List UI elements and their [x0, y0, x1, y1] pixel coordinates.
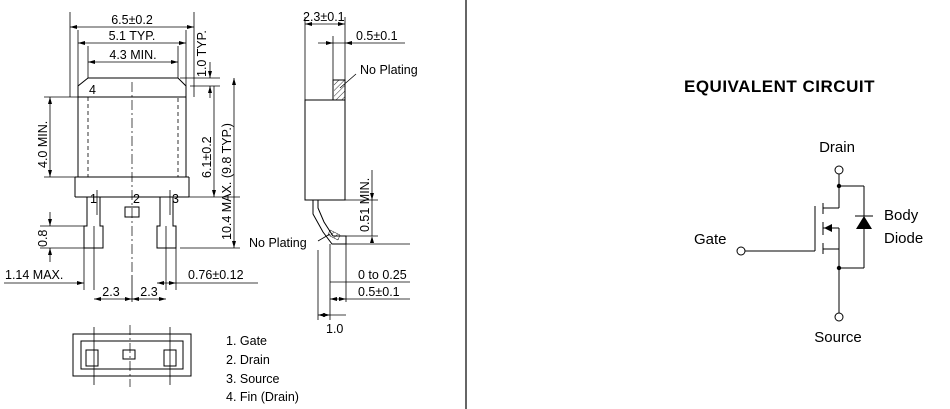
pin-1-label: 1 — [90, 192, 97, 206]
pin-2-label: 2 — [133, 192, 140, 206]
circuit-title: EQUIVALENT CIRCUIT — [684, 77, 875, 96]
gate-terminal — [736, 246, 746, 256]
footprint-pad-2 — [122, 349, 136, 360]
gate-label: Gate — [694, 231, 727, 248]
legend-item-fin: 4. Fin (Drain) — [226, 390, 299, 404]
dim-height-fin: 6.1±0.2 — [200, 136, 214, 178]
footprint-view — [72, 325, 192, 387]
no-plating-top-label: No Plating — [360, 63, 418, 77]
channel-arrow-icon — [824, 224, 832, 232]
dim-lead-min: 0.51 MIN. — [358, 178, 372, 232]
dim-body-min: 4.0 MIN. — [36, 121, 50, 168]
dim-lead-width: 0.76±0.12 — [188, 268, 244, 282]
no-plating-bottom-label: No Plating — [249, 236, 307, 250]
body-diode-icon — [856, 216, 872, 229]
footprint-body — [72, 333, 192, 377]
diode-label: Diode — [884, 230, 923, 247]
fin-tab-outline — [77, 77, 187, 97]
pin-4-label: 4 — [89, 83, 96, 97]
dim-top-typ: 1.0 TYP. — [195, 30, 209, 77]
dim-lead-off: 1.14 MAX. — [5, 268, 63, 282]
drain-label: Drain — [819, 139, 855, 156]
dim-height-total: 10.4 MAX. (9.8 TYP.) — [220, 123, 234, 240]
side-lead — [312, 200, 347, 245]
footprint-pad-1 — [85, 349, 99, 367]
pin-2-stub — [124, 206, 140, 218]
legend-item-source: 3. Source — [226, 372, 280, 386]
dim-width-min: 4.3 MIN. — [109, 48, 156, 62]
dim-pitch-1: 2.3 — [102, 285, 119, 299]
dim-standoff: 0 to 0.25 — [358, 268, 407, 282]
dim-thickness: 2.3±0.1 — [303, 10, 345, 24]
drain-terminal — [834, 165, 844, 175]
dim-fin-thick: 0.5±0.1 — [356, 29, 398, 43]
pin-legend: 1. Gate 2. Drain 3. Source 4. Fin (Drain… — [226, 334, 299, 404]
body-label: Body — [884, 207, 919, 224]
equivalent-circuit: EQUIVALENT CIRCUIT Drain Gate Source Bod… — [684, 77, 923, 346]
legend-item-gate: 1. Gate — [226, 334, 267, 348]
side-body — [304, 99, 346, 201]
pin-3-label: 3 — [172, 192, 179, 206]
dim-width-total: 6.5±0.2 — [111, 13, 153, 27]
dim-foot: 1.0 — [326, 322, 343, 336]
dim-lead-len: 0.8 — [36, 230, 50, 247]
min-area-outline — [87, 96, 179, 178]
dim-width-typ: 5.1 TYP. — [109, 29, 156, 43]
side-view: 2.3±0.1 0.5±0.1 No Plating 0.51 MIN. No … — [249, 10, 418, 336]
lead-1 — [83, 197, 104, 249]
lead-3 — [156, 197, 177, 249]
front-view: 4 1 2 3 6.5±0.2 5.1 TYP. 4.3 MIN. — [4, 12, 258, 302]
source-terminal — [834, 312, 844, 322]
dim-pitch-2: 2.3 — [140, 285, 157, 299]
dim-lead-thick: 0.5±0.1 — [358, 285, 400, 299]
source-label: Source — [814, 329, 862, 346]
legend-item-drain: 2. Drain — [226, 353, 270, 367]
